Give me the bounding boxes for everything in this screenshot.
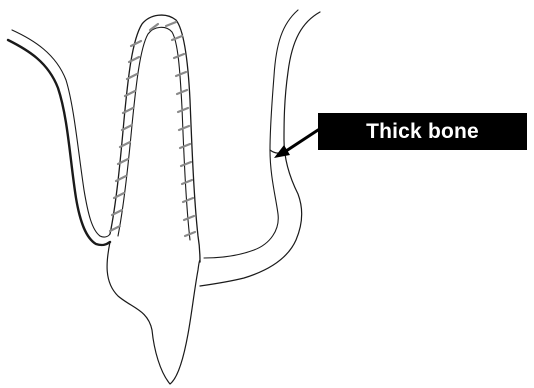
thick-bone-label-box: Thick bone bbox=[318, 113, 527, 150]
tooth-inner-contour bbox=[118, 27, 190, 240]
tooth-root bbox=[107, 242, 200, 384]
left-gingiva-inner bbox=[12, 30, 110, 237]
tooth-outer-contour bbox=[110, 15, 200, 262]
pointer-arrow bbox=[274, 130, 318, 158]
left-gingiva-outer bbox=[8, 40, 110, 245]
right-bone-outer bbox=[200, 12, 320, 286]
right-hatch-marks bbox=[150, 22, 195, 236]
thick-bone-label: Thick bone bbox=[366, 120, 479, 144]
